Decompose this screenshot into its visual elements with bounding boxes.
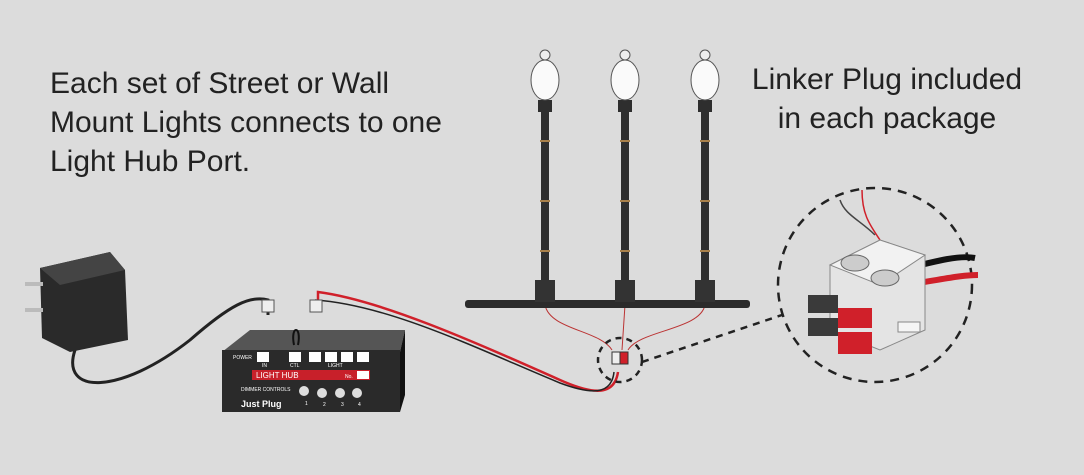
hub-title: LIGHT HUB [256,371,299,380]
hub-light-label: LIGHT [328,363,343,369]
caption-line: in each package [777,102,997,135]
caption-line: Mount Lights connects to one [50,106,442,139]
callout-circle-small [596,336,644,384]
caption-right: Linker Plug included in each package [742,60,1032,138]
knob-label: 4 [358,402,361,408]
caption-left: Each set of Street or Wall Mount Lights … [50,64,442,181]
power-adapter [25,252,128,352]
hub-brand: Just Plug [241,399,282,409]
light-hub: POWER IN CTL LIGHT LIGHT HUB No. DIMMER … [222,299,405,412]
street-lamp [690,49,720,302]
dimmer-knobs: 1 2 3 4 [299,386,362,408]
caption-line: Linker Plug included [751,63,1023,96]
hub-ctl-label: CTL [290,363,300,369]
hub-black-wire [314,299,615,392]
callout-line [641,313,783,364]
street-lamp [530,49,560,302]
knob-label: 1 [305,401,308,407]
knob-label: 2 [323,402,326,408]
hub-dimmer-label: DIMMER CONTROLS [241,387,291,393]
caption-line: Each set of Street or Wall [50,67,390,100]
hub-power-label: POWER [233,355,252,361]
linker-plug-small [611,351,629,365]
hub-in-label: IN [262,363,267,369]
hub-red-wire [316,290,620,392]
adapter-cable [71,297,270,385]
caption-line: Light Hub Port. [50,145,251,178]
street-lamp [610,49,640,302]
hub-no-label: No. [345,374,353,380]
linker-plug-enlarged [808,189,979,354]
lamp-wires [544,304,706,351]
knob-label: 3 [341,402,344,408]
